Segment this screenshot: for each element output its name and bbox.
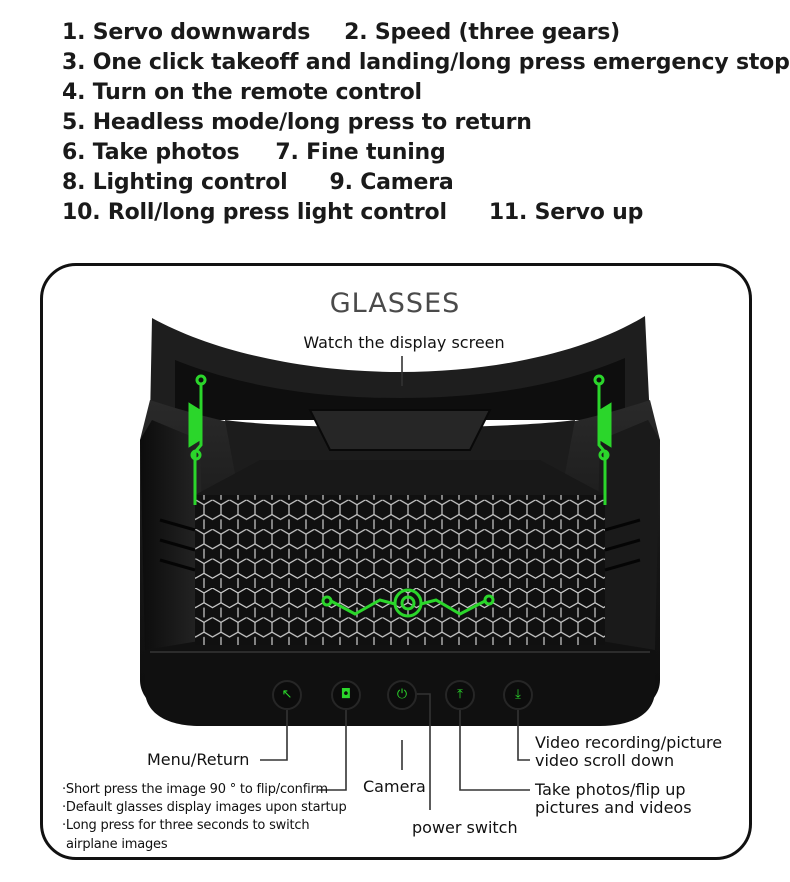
- legend-row: 10. Roll/long press light control 11. Ser…: [62, 198, 790, 228]
- note-line-3: ·Long press for three seconds to switch: [62, 818, 310, 833]
- diagram-frame: [40, 263, 752, 860]
- green-accent-center: [321, 588, 495, 618]
- photo-flip-up-button[interactable]: ⤒: [445, 680, 475, 710]
- power-switch-label: power switch: [412, 818, 518, 837]
- green-accent-right: [593, 374, 612, 505]
- left-wing: [140, 420, 205, 650]
- menu-button[interactable]: ↖: [272, 680, 302, 710]
- legend-item-9: 9. Camera: [329, 170, 454, 195]
- legend-item-11: 11. Servo up: [488, 200, 644, 225]
- video-recording-label-line1: Video recording/picture: [535, 733, 723, 752]
- take-photos-label-line1: Take photos/flip up: [535, 780, 686, 799]
- legend-row: 3. One click takeoff and landing/long pr…: [62, 48, 790, 78]
- side-slots: [159, 518, 641, 572]
- camera-label: Camera: [363, 777, 426, 796]
- goggles-inner-rim: [175, 358, 625, 420]
- note-line-2: ·Default glasses display images upon sta…: [62, 800, 347, 815]
- right-wing: [595, 420, 660, 650]
- legend-row: 1. Servo downwards 2. Speed (three gears): [62, 18, 790, 48]
- note-line-1: ·Short press the image 90 ° to flip/conf…: [62, 782, 328, 797]
- faceplate-vent: [308, 409, 492, 451]
- camera-button[interactable]: ◘: [331, 680, 361, 710]
- video-scroll-down-button[interactable]: ⤓: [503, 680, 533, 710]
- legend-item-1: 1. Servo downwards: [62, 20, 311, 45]
- legend-item-4: 4. Turn on the remote control: [62, 80, 422, 105]
- menu-return-label: Menu/Return: [147, 750, 250, 769]
- legend-item-5: 5. Headless mode/long press to return: [62, 110, 532, 135]
- legend-item-6: 6. Take photos: [62, 140, 240, 165]
- power-button[interactable]: ⏻: [387, 680, 417, 710]
- legend-row: 5. Headless mode/long press to return: [62, 108, 790, 138]
- legend-row: 6. Take photos 7. Fine tuning: [62, 138, 790, 168]
- legend-item-2: 2. Speed (three gears): [344, 20, 621, 45]
- honeycomb-panel: [195, 495, 605, 645]
- legend-item-8: 8. Lighting control: [62, 170, 288, 195]
- diagram-title: GLASSES: [329, 288, 461, 319]
- take-photos-label-line2: pictures and videos: [535, 798, 692, 817]
- legend-item-7: 7. Fine tuning: [275, 140, 446, 165]
- legend-row: 4. Turn on the remote control: [62, 78, 790, 108]
- display-screen-label: Watch the display screen: [303, 333, 505, 352]
- legend-item-3: 3. One click takeoff and landing/long pr…: [62, 50, 790, 75]
- legend-item-10: 10. Roll/long press light control: [62, 200, 447, 225]
- video-recording-label-line2: video scroll down: [535, 751, 675, 770]
- legend-row: 8. Lighting control 9. Camera: [62, 168, 790, 198]
- feature-legend: 1. Servo downwards 2. Speed (three gears)…: [62, 18, 790, 228]
- note-line-4: airplane images: [66, 837, 168, 852]
- green-accent-left: [188, 374, 207, 505]
